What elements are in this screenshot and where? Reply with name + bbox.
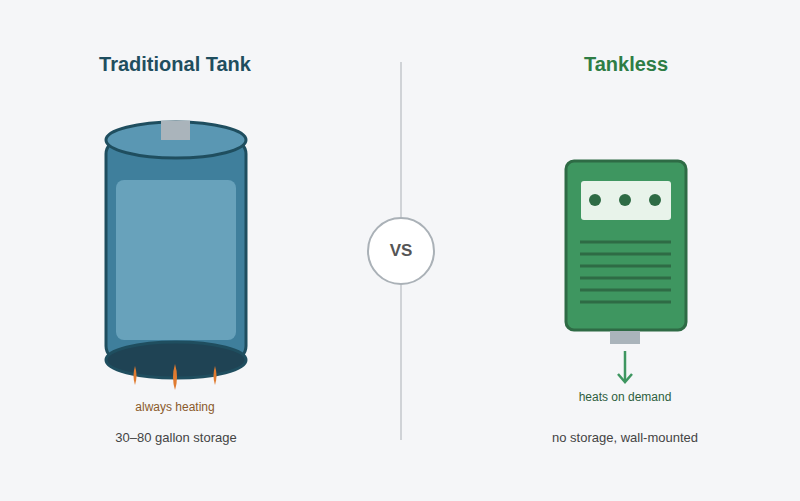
vs-circle: VS bbox=[367, 217, 435, 285]
tankless-heater bbox=[566, 161, 686, 382]
spec-label: 30–80 gallon storage bbox=[115, 430, 236, 445]
column-heading: Tankless bbox=[584, 53, 668, 76]
note-label: heats on demand bbox=[579, 390, 672, 404]
column-heading: Traditional Tank bbox=[99, 53, 251, 76]
vs-text: VS bbox=[390, 241, 413, 261]
note-label: always heating bbox=[135, 400, 214, 414]
spec-label: no storage, wall-mounted bbox=[552, 430, 698, 445]
tank-heater bbox=[106, 121, 246, 390]
